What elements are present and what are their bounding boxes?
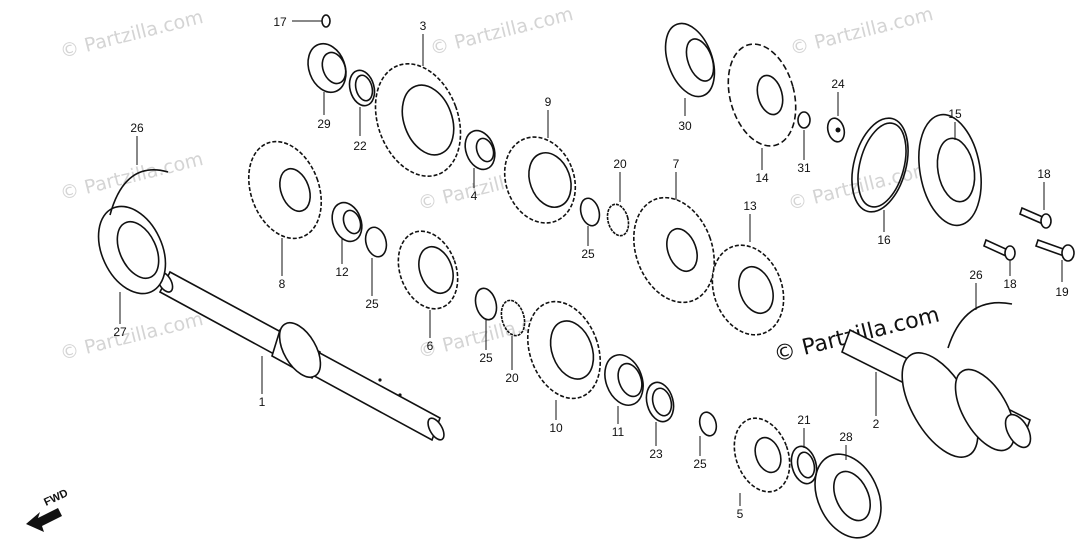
- circlip-group: [364, 197, 718, 437]
- nut-31: [797, 111, 811, 129]
- bearing-27: [97, 205, 167, 295]
- part-label: 23: [649, 447, 663, 461]
- part-label: 17: [273, 15, 287, 29]
- washer-21: [790, 445, 818, 485]
- gear-3: [374, 63, 462, 177]
- part-label: 25: [479, 351, 493, 365]
- spring-12: [331, 201, 363, 243]
- watermark: © Partzilla.com: [58, 6, 206, 63]
- gear-8: [247, 140, 323, 240]
- part-label: 12: [335, 265, 349, 279]
- bearing-28: [814, 453, 882, 539]
- part-label: 18: [1003, 277, 1017, 291]
- part-label: 26: [130, 121, 144, 135]
- part-label: 2: [873, 417, 880, 431]
- leader-lines: [119, 34, 1063, 506]
- gear-6: [397, 230, 459, 310]
- pin-17: [292, 14, 331, 28]
- washer-23: [645, 381, 675, 423]
- watermark: © Partzilla.com: [788, 3, 936, 60]
- gear-9: [503, 136, 577, 224]
- part-label: 27: [113, 325, 127, 339]
- sprocket-14: [727, 43, 797, 147]
- forward-label: FWD: [42, 487, 70, 508]
- part-label: 1: [259, 395, 266, 409]
- washer-20b: [500, 299, 526, 337]
- part-label: 15: [948, 107, 962, 121]
- watermark-layer: © Partzilla.com © Partzilla.com © Partzi…: [58, 3, 942, 368]
- countershaft: [841, 328, 1032, 458]
- washer-20a: [606, 203, 630, 237]
- part-labels: 17 3 29 22 26 9 20 30 14 24 31 15 18 4 7…: [113, 15, 1069, 521]
- watermark: © Partzilla.com: [58, 308, 206, 365]
- part-label: 20: [505, 371, 519, 385]
- plate-15: [918, 113, 982, 227]
- part-label: 18: [1037, 167, 1051, 181]
- part-label: 13: [743, 199, 757, 213]
- part-label: 26: [969, 268, 983, 282]
- gear-7: [632, 196, 716, 304]
- bolt-18a: [1019, 206, 1052, 229]
- part-label: 25: [581, 247, 595, 261]
- part-label: 4: [471, 189, 478, 203]
- circlip-26-left: [109, 169, 169, 216]
- forward-arrow-icon: [26, 508, 62, 532]
- gear-13: [711, 244, 785, 336]
- bolt-19: [1034, 238, 1075, 262]
- bearing-29: [307, 42, 347, 94]
- part-label: 25: [693, 457, 707, 471]
- part-label: 20: [613, 157, 627, 171]
- gear-10: [526, 300, 602, 400]
- part-label: 28: [839, 430, 853, 444]
- washer-24: [826, 117, 846, 143]
- part-label: 31: [797, 161, 811, 175]
- part-label: 22: [353, 139, 367, 153]
- bushing-4: [464, 129, 496, 171]
- part-label: 5: [737, 507, 744, 521]
- part-label: 7: [673, 157, 680, 171]
- part-label: 10: [549, 421, 563, 435]
- part-label: 8: [279, 277, 286, 291]
- part-label: 24: [831, 77, 845, 91]
- part-label: 25: [365, 297, 379, 311]
- forward-direction-indicator: FWD: [26, 487, 70, 532]
- part-label: 29: [317, 117, 331, 131]
- part-label: 11: [612, 425, 625, 439]
- part-label: 30: [678, 119, 692, 133]
- bearing-11: [604, 354, 644, 406]
- part-label: 19: [1055, 285, 1069, 299]
- circlip-26-right: [947, 302, 1013, 349]
- watermark: © Partzilla.com: [428, 3, 576, 60]
- part-label: 6: [427, 339, 434, 353]
- part-label: 3: [420, 19, 427, 33]
- bolt-18b: [983, 238, 1016, 261]
- seal-30: [664, 22, 716, 98]
- part-label: 14: [755, 171, 769, 185]
- part-label: 21: [797, 413, 811, 427]
- part-label: 9: [545, 95, 552, 109]
- washer-22: [348, 69, 376, 107]
- gear-5: [733, 417, 791, 493]
- mainshaft: [156, 270, 445, 442]
- oring-16: [851, 117, 909, 213]
- part-label: 16: [877, 233, 891, 247]
